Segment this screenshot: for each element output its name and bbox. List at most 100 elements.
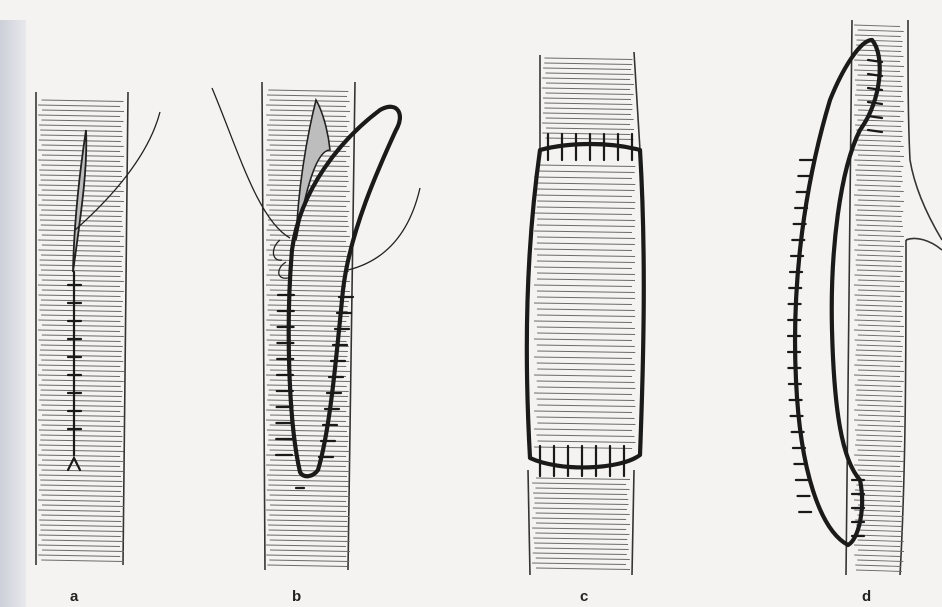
panel-b-hatch-line [270,460,350,462]
panel-a-hatch-line [39,340,121,342]
panel-a-hatch-line [41,450,123,452]
panel-d-hatch-line [856,485,902,487]
panel-c-graft-hatch-line [537,165,635,167]
panel-d-hatch-line [854,150,900,152]
panel-c-hatch-line [546,83,634,85]
panel-a-hatch-line [40,435,122,437]
panel-d-hatch-line [854,545,900,547]
panel-c-graft-hatch-line [537,381,635,383]
panel-c-hatch-line [536,523,630,525]
panel-a-hatch-line [42,235,124,237]
panel-b-hatch-line [267,430,347,432]
panel-a-hatch-line [38,115,120,117]
panel-a-hatch-line [41,120,123,122]
panel-c-hatch-line [543,68,631,70]
panel-c-graft-hatch-line [534,213,632,215]
panel-b-hatch-line [269,270,349,272]
panel-a-hatch-line [38,510,120,512]
panel-d-hatch-line [857,210,903,212]
panel-d-hatch-line [858,200,904,202]
panel-b-hatch-line [270,415,350,417]
panel-b-hatch-line [270,100,350,102]
panel-b-hatch-line [266,545,346,547]
panel-d-hatch-line [857,560,903,562]
panel-a-hatch-line [42,325,124,327]
panel-c-graft-hatch-line [536,435,634,437]
panel-a-hatch-line [40,305,122,307]
panel-b-hatch-line [268,305,348,307]
panel-b-hatch-line [266,500,346,502]
panel-c-graft-hatch-line [537,291,635,293]
panel-c-vessel-walls [528,52,640,575]
panel-b-hatch-line [270,280,350,282]
panel-c-hatch-line [544,108,632,110]
panel-a-hatch-line [41,360,123,362]
panel-d-hatch-line [857,345,903,347]
panel-d-hatch-line [855,475,901,477]
panel-a-hatch-line [38,365,120,367]
panel-b-hatch-line [267,490,347,492]
panel-c-graft-hatch-line [537,417,635,419]
panel-d-hatch-line [858,505,904,507]
panel-b-hatch-line [268,220,348,222]
panel-a-hatch-line [39,140,121,142]
panel-b-hatch-line [266,420,346,422]
panel-a-hatch-line [42,280,124,282]
panel-a-hatch-line [42,100,124,102]
panel-b-hatch-line [267,520,347,522]
panel-c-graft-hatch-line [534,321,632,323]
panel-d-hatch-line [857,530,903,532]
panel-a-hatch-line [40,265,122,267]
panel-d-hatch-line [858,425,904,427]
panel-c-graft-hatch-line [534,357,632,359]
panel-d-hatch-line [854,160,900,162]
panel-c-hatch-line [534,498,628,500]
panel-c-graft-hatch-line [534,285,632,287]
panel-b-hatch-line [269,300,349,302]
panel-d-hatch-line [856,435,902,437]
panel-d-hatch-line [855,140,901,142]
panel-c-graft-hatch-line [534,339,632,341]
panel-b-hatch-line [266,250,346,252]
panel-c-hatch-line [533,553,627,555]
panel-a-hatch-line [40,260,122,262]
panel-a-hatch-line [38,420,120,422]
panel-d-hatch-line [854,195,900,197]
panel-d-stitch-top [868,130,882,132]
panel-d-hatch-line [855,295,901,297]
panel-c-graft-hatch-line [534,303,632,305]
panel-c-graft-hatch-line [537,171,635,173]
panel-d-hatch-line [858,380,904,382]
panel-a-hatch-line [42,415,124,417]
panel-d-hatch-line [854,105,900,107]
panel-c-hatch-line [542,88,630,90]
panel-a-hatch-line [39,125,121,127]
panel-b-hatch-line [269,315,349,317]
panel-a-hatch-line [38,455,120,457]
panel-d-hatch-line [856,175,902,177]
panel-d-hatch-line [857,390,903,392]
panel-c-graft-hatch-line [537,345,635,347]
panel-label-b: b [292,588,301,605]
panel-a-hatch-line [41,530,123,532]
panel-d-stitch-top [868,116,882,118]
panel-c-hatch-line [546,93,634,95]
panel-c-graft-hatch-line [534,249,632,251]
panel-c-graft-hatch-line [537,351,635,353]
panel-a-hatch-line [38,500,120,502]
panel-d-hatch-line [855,230,901,232]
panel-a-hatch-line [42,425,124,427]
panel-c-graft-hatch-line [534,195,632,197]
panel-a-hatch-line [41,225,123,227]
panel-d-hatch-line [856,265,902,267]
panel-b-hatch-line [267,400,347,402]
panel-c-graft-hatch-line [537,261,635,263]
panel-a-hatch-line [38,150,120,152]
panel-b-hatch-line [266,115,346,117]
panel-c-hatch-line [544,58,632,60]
panel-d-drawing [788,20,942,575]
panel-c-graft-hatch-line [537,333,635,335]
panel-d-hatch-line [854,365,900,367]
panel-c-graft-hatch-line [534,231,632,233]
